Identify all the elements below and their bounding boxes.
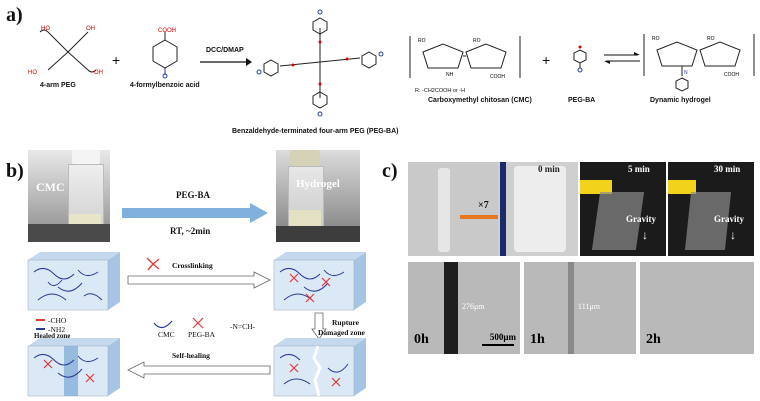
hydrogel-label: Dynamic hydrogel (650, 97, 711, 104)
scale-bar-label: 500μm (489, 332, 516, 342)
svg-text:HO: HO (41, 26, 50, 32)
pegba-star-icon (146, 257, 160, 271)
vial-hydrogel-label: Hydrogel (296, 178, 340, 190)
time-0min: 0 min (538, 164, 560, 174)
vial-cmc-label: CMC (36, 180, 65, 194)
reaction-arrow (200, 58, 252, 66)
vial-cmc-photo: CMC (28, 150, 110, 242)
micrograph-1h: 111μm 1h (524, 262, 636, 354)
gravity-5min-photo: 5 min Gravity ↓ (580, 162, 666, 256)
stretch-multiplier: ×7 (478, 200, 489, 211)
strip-before-photo (408, 162, 498, 256)
legend-nh2: -NH2 (48, 325, 66, 334)
svg-text:OH: OH (86, 26, 95, 32)
equilibrium-arrow (604, 52, 640, 64)
reaction-conditions: DCC/DMAP (206, 47, 244, 54)
legend-pegba: PEG-BA (188, 330, 216, 339)
network-cube-damaged (273, 338, 366, 397)
gelation-arrow-bottom-label: RT, ~2min (170, 226, 211, 236)
panel-label-a: a) (6, 4, 23, 26)
crosslinking-arrow (127, 271, 271, 289)
svg-text:N: N (684, 70, 688, 76)
network-cube-crosslinked (273, 252, 366, 311)
legend-cmc: CMC (158, 330, 175, 339)
svg-text:COOH: COOH (724, 72, 739, 78)
svg-text:RO: RO (707, 36, 715, 42)
svg-text:NH: NH (446, 72, 454, 78)
gravity-arrow-icon-2: ↓ (730, 228, 736, 242)
svg-text:COOH: COOH (490, 74, 505, 80)
micrograph-0h: 276μm 0h 500μm (408, 262, 520, 354)
svg-text:RO: RO (473, 38, 481, 44)
plus-sign: + (112, 52, 121, 68)
hydrogel-structure: RO RO COOH N (643, 34, 755, 92)
cmc-label: Carboxymethyl chitosan (CMC) (428, 97, 532, 104)
legend-cho: -CHO (48, 316, 67, 325)
scale-bar (482, 344, 514, 346)
healed-zone-label: Healed zone (34, 332, 71, 340)
strip-stretched-photo: 0 min (498, 162, 578, 256)
gravity-label-5min: Gravity (626, 214, 656, 224)
svg-text:HO: HO (28, 70, 37, 76)
product-label: Benzaldehyde-terminated four-arm PEG (PE… (232, 128, 399, 135)
pegba-small-structure (573, 45, 587, 73)
plus-sign-2: + (542, 52, 551, 68)
damaged-zone-label: Damaged zone (318, 328, 365, 337)
gelation-arrow (122, 203, 268, 223)
gravity-arrow-icon: ↓ (642, 228, 648, 242)
micrograph-2h: 2h (640, 262, 754, 354)
time-5min: 5 min (628, 164, 650, 174)
rupture-label: Rupture (332, 318, 359, 327)
reactant-peg-label: 4-arm PEG (40, 82, 76, 89)
network-cube-initial (27, 252, 120, 311)
self-healing-arrow (127, 361, 271, 379)
micro-time-2h: 2h (646, 332, 661, 347)
panel-label-c: c) (382, 160, 398, 182)
stretch-arrow (460, 212, 522, 222)
peg-structure: HO OH HO OH (28, 26, 103, 76)
gravity-label-30min: Gravity (714, 214, 744, 224)
cmc-structure: RO NH RO COOH (409, 36, 521, 80)
crosslinking-label: Crosslinking (172, 261, 213, 270)
formylbenzoic-structure: COOH (152, 28, 178, 79)
gap-width-1h: 111μm (578, 302, 600, 311)
cmc-substituent-note: R: -CH2COOH or -H (415, 88, 466, 94)
reactant-acid-label: 4-formylbenzoic acid (130, 82, 200, 89)
legend-symbols (36, 317, 204, 330)
svg-text:RO: RO (418, 38, 426, 44)
pegba-label: PEG-BA (568, 97, 596, 104)
legend-imine: -N=CH- (230, 322, 256, 331)
time-30min: 30 min (714, 164, 741, 174)
svg-text:COOH: COOH (158, 28, 176, 34)
micro-time-1h: 1h (530, 332, 545, 347)
micro-time-0h: 0h (414, 332, 429, 347)
network-cube-healed (27, 338, 120, 397)
self-healing-label: Self-healing (172, 351, 210, 360)
gelation-arrow-top-label: PEG-BA (176, 190, 211, 200)
gravity-30min-photo: 30 min Gravity ↓ (668, 162, 754, 256)
pegba-structure (256, 9, 384, 117)
panel-label-b: b) (6, 160, 24, 182)
gap-width-0h: 276μm (462, 302, 485, 311)
rupture-arrow (311, 312, 327, 340)
svg-text:RO: RO (652, 36, 660, 42)
svg-text:OH: OH (94, 70, 103, 76)
vial-hydrogel-photo: Hydrogel (276, 150, 360, 242)
